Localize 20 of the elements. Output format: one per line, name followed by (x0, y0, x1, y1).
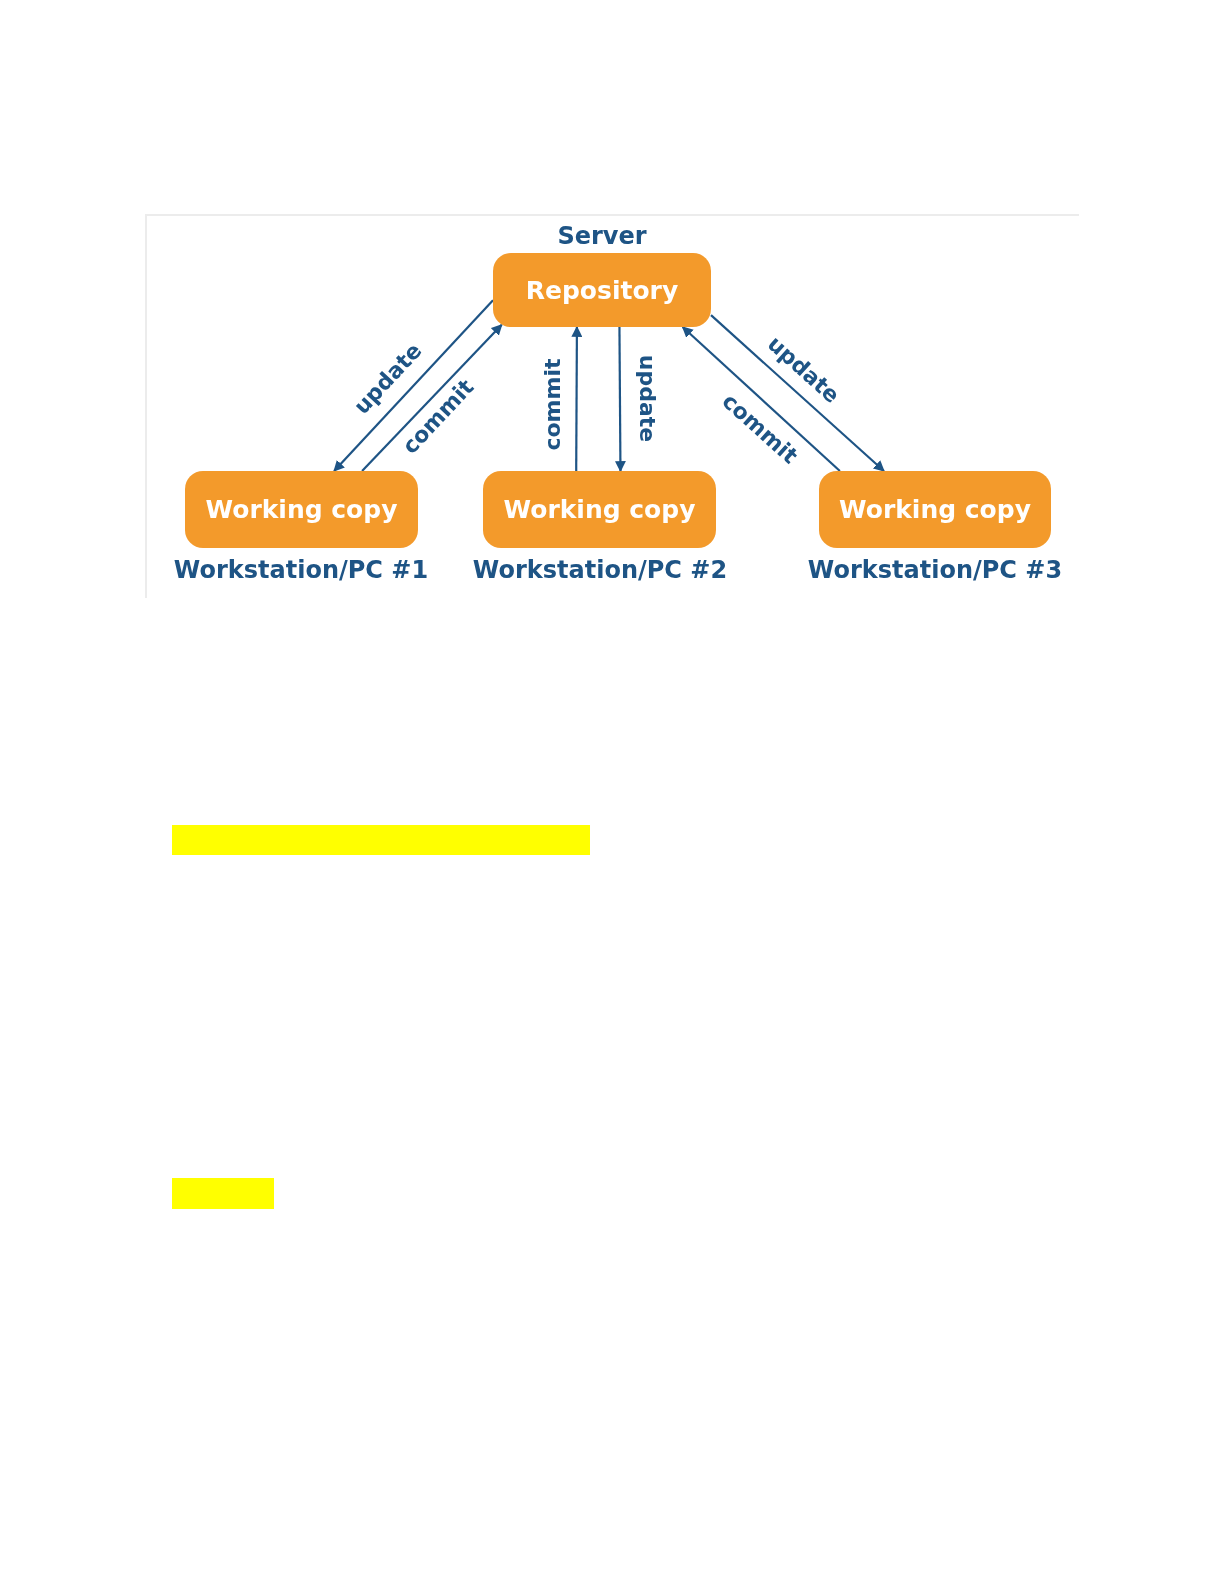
node-label: Workstation/PC #3 (807, 556, 1063, 584)
node-label: Repository (525, 275, 679, 305)
node-label: Workstation/PC #1 (173, 556, 429, 584)
node-label: Working copy (503, 495, 696, 524)
process-box (493, 253, 711, 327)
arrow (681, 326, 841, 472)
process-box (819, 471, 1051, 548)
edge-label: update (634, 354, 660, 442)
node-label: Working copy (205, 495, 398, 524)
node-label: Working copy (839, 495, 1031, 524)
process-box (483, 471, 716, 548)
arrow (614, 327, 626, 473)
process-box (185, 471, 418, 548)
arrow (710, 314, 885, 472)
edge-label: commit (539, 357, 565, 451)
arrow (571, 325, 583, 471)
node-label: Server (557, 222, 647, 250)
node-label: Workstation/PC #2 (472, 556, 728, 584)
arrow (361, 324, 503, 472)
arrow (333, 299, 494, 472)
